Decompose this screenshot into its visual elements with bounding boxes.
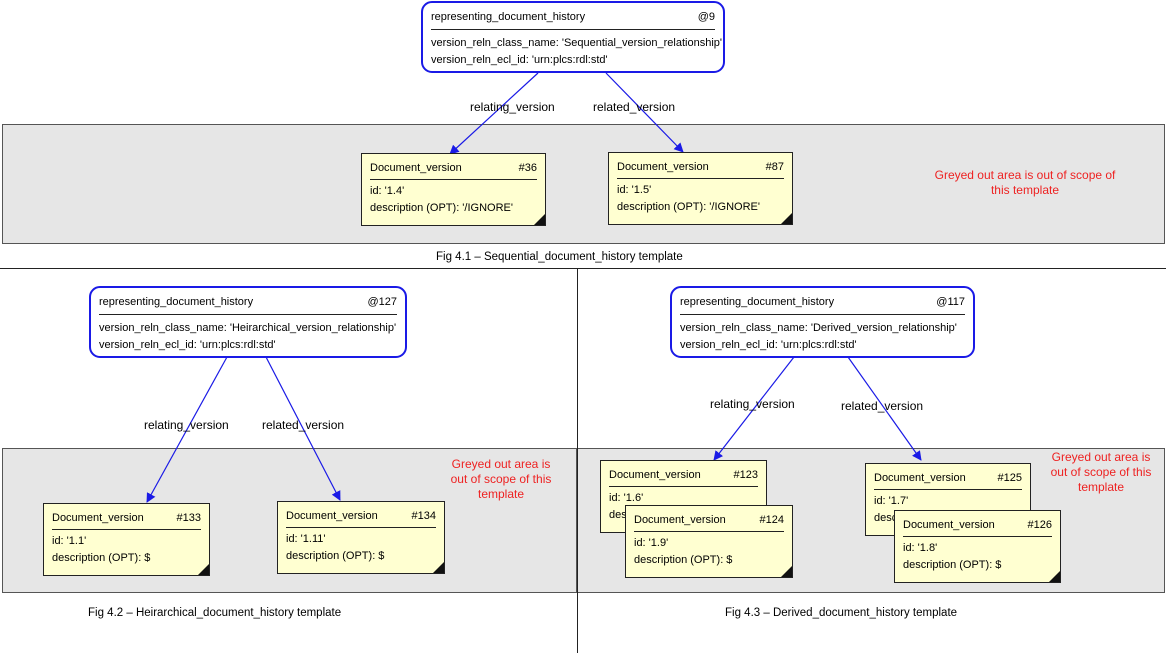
note-corner <box>781 213 792 224</box>
note-attr: id: '1.7' <box>874 495 909 507</box>
note-attr: id: '1.1' <box>52 535 87 547</box>
fig1-document-version-note: Document_version #87 id: '1.5' descripti… <box>608 152 793 225</box>
note-corner <box>534 214 545 225</box>
note-attr: id: '1.8' <box>903 542 938 554</box>
fig3-scope-note: Greyed out area is out of scope of this … <box>1050 450 1152 494</box>
note-corner <box>433 562 444 573</box>
fig3-template-title: representing_document_history <box>680 296 835 308</box>
note-title: Document_version <box>634 514 726 526</box>
horizontal-divider <box>0 268 1166 269</box>
note-title: Document_version <box>903 519 995 531</box>
fig3-relating-version-label: relating_version <box>710 397 795 411</box>
fig2-caption: Fig 4.2 – Heirarchical_document_history … <box>88 607 342 619</box>
note-attr: id: '1.5' <box>617 184 652 196</box>
note-ref: #87 <box>765 161 784 173</box>
note-attr: id: '1.9' <box>634 537 669 549</box>
vertical-divider <box>577 269 578 653</box>
fig2-template-attr: version_reln_ecl_id: 'urn:plcs:rdl:std' <box>99 339 276 351</box>
fig2-document-version-note: Document_version #134 id: '1.11' descrip… <box>277 501 445 574</box>
fig2-relating-version-label: relating_version <box>144 418 229 432</box>
fig3-template-box: representing_document_history @117 versi… <box>670 286 975 358</box>
note-ref: #133 <box>176 512 201 524</box>
note-attr: description (OPT): $ <box>634 554 733 566</box>
fig3-template-attr: version_reln_class_name: 'Derived_versio… <box>680 322 957 334</box>
note-title: Document_version <box>52 512 144 524</box>
fig1-related-version-label: related_version <box>593 100 676 114</box>
fig2-template-attrs: version_reln_class_name: 'Heirarchical_v… <box>99 320 396 354</box>
fig1-template-attr: version_reln_ecl_id: 'urn:plcs:rdl:std' <box>431 54 608 66</box>
fig1-document-version-note: Document_version #36 id: '1.4' descripti… <box>361 153 546 226</box>
note-ref: #126 <box>1027 519 1052 531</box>
note-attr: description (OPT): $ <box>286 550 385 562</box>
fig1-template-attr: version_reln_class_name: 'Sequential_ver… <box>431 37 722 49</box>
fig3-caption: Fig 4.3 – Derived_document_history templ… <box>725 607 958 619</box>
note-attr: desc <box>874 512 898 524</box>
fig1-template-header: representing_document_history @9 <box>431 3 715 30</box>
fig1-template-title: representing_document_history <box>431 11 586 23</box>
fig1-scope-note: Greyed out area is out of scope of this … <box>934 168 1116 197</box>
note-attr: description (OPT): $ <box>52 552 151 564</box>
fig3-template-header: representing_document_history @117 <box>680 288 965 315</box>
note-ref: #124 <box>759 514 784 526</box>
fig2-template-header: representing_document_history @127 <box>99 288 397 315</box>
note-attr: id: '1.4' <box>370 185 405 197</box>
note-attr: id: '1.11' <box>286 533 326 545</box>
fig1-caption: Fig 4.1 – Sequential_document_history te… <box>436 251 683 263</box>
fig2-template-attr: version_reln_class_name: 'Heirarchical_v… <box>99 322 397 334</box>
fig1-template-box: representing_document_history @9 version… <box>421 1 725 73</box>
fig1-template-ref: @9 <box>697 11 715 23</box>
fig1-relating-version-label: relating_version <box>470 100 555 114</box>
fig2-template-ref: @127 <box>367 296 397 308</box>
note-title: Document_version <box>617 161 709 173</box>
fig2-template-box: representing_document_history @127 versi… <box>89 286 407 358</box>
note-ref: #134 <box>411 510 436 522</box>
fig3-document-version-note: Document_version #126 id: '1.8' descript… <box>894 510 1061 583</box>
fig3-template-attr: version_reln_ecl_id: 'urn:plcs:rdl:std' <box>680 339 857 351</box>
fig2-document-version-note: Document_version #133 id: '1.1' descript… <box>43 503 210 576</box>
fig2-scope-note: Greyed out area is out of scope of this … <box>450 457 552 501</box>
note-title: Document_version <box>286 510 378 522</box>
note-title: Document_version <box>609 469 701 481</box>
note-ref: #36 <box>518 162 537 174</box>
note-attr: description (OPT): $ <box>903 559 1002 571</box>
note-attr: description (OPT): '/IGNORE' <box>617 201 760 213</box>
fig3-related-version-label: related_version <box>841 399 924 413</box>
note-ref: #125 <box>997 472 1022 484</box>
note-title: Document_version <box>370 162 462 174</box>
fig2-template-title: representing_document_history <box>99 296 254 308</box>
note-attr: description (OPT): '/IGNORE' <box>370 202 513 214</box>
fig3-template-attrs: version_reln_class_name: 'Derived_versio… <box>680 320 957 354</box>
note-attr: id: '1.6' <box>609 492 644 504</box>
fig1-out-of-scope-area <box>2 124 1165 244</box>
fig1-template-attrs: version_reln_class_name: 'Sequential_ver… <box>431 35 722 69</box>
fig3-document-version-note: Document_version #124 id: '1.9' descript… <box>625 505 793 578</box>
note-ref: #123 <box>733 469 758 481</box>
fig2-related-version-label: related_version <box>262 418 345 432</box>
fig3-template-ref: @117 <box>936 296 965 308</box>
note-corner <box>198 564 209 575</box>
note-title: Document_version <box>874 472 966 484</box>
note-corner <box>1049 571 1060 582</box>
note-corner <box>781 566 792 577</box>
